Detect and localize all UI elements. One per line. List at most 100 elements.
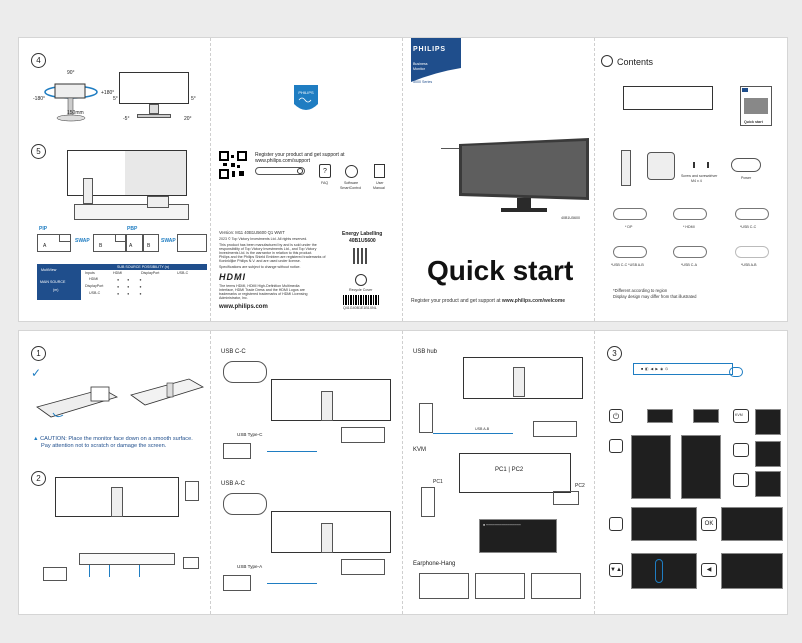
energy-qr-icon	[353, 248, 369, 264]
register-url[interactable]: www.philips.com/support	[255, 158, 311, 164]
hdmi-line-2: Interface, HDMI Trade Dress and the HDMI…	[219, 288, 305, 292]
panel-cover: PHILIPS Business Monitor 5000 Series 40B…	[403, 38, 595, 321]
series-label: 5000 Series	[413, 80, 433, 84]
hdmi-line-4: Administrator, Inc.	[219, 296, 248, 300]
navigate-button-icon[interactable]: ▼▲	[609, 563, 623, 577]
legal-line-3: Investments Ltd. is the warrantor in rel…	[219, 251, 313, 255]
hdmi-logo: HDMI	[219, 272, 246, 282]
cover-cable	[441, 148, 459, 149]
osd-button-icons: ■ ◧ ◀ ▶ ◉ ⏻	[641, 367, 669, 371]
menu-button-icon[interactable]	[609, 439, 623, 453]
earphone-title: Earphone-Hang	[413, 561, 456, 567]
legal-line-1: This product has been manufactured by an…	[219, 243, 317, 247]
tilt-right2-label: 20°	[184, 116, 192, 122]
kvm-osd-line: ■ ━━━━━━━━━━━━━━━━	[483, 523, 521, 527]
kvm-button-label: KVM	[735, 413, 743, 417]
manual-icon	[374, 164, 385, 178]
brand-wave	[411, 38, 461, 92]
smartcontrol-icon	[345, 165, 358, 178]
power-cable-icon	[731, 158, 761, 172]
kvm-button-icon[interactable]	[733, 409, 749, 423]
table-m: (m)	[53, 288, 59, 292]
barcode-text: Q41G40B1E1B1XNL	[343, 306, 377, 310]
recycle-label: Recycle Cover	[349, 288, 373, 292]
earphone-step-1	[419, 573, 469, 599]
assembly-illustration-left	[33, 383, 121, 423]
screw-icon	[693, 162, 709, 168]
cover-register-url[interactable]: www.philips.com/welcome	[501, 298, 566, 304]
brand-name: PHILIPS	[413, 46, 446, 53]
pip-label: PIP	[39, 226, 48, 232]
power-button-icon[interactable]: ⏻	[609, 409, 623, 423]
osd-screen-2	[693, 409, 719, 423]
business-label: Business	[413, 62, 428, 66]
monitor-label: Monitor	[413, 67, 425, 71]
earphone-step-2	[475, 573, 525, 599]
pbp-label: PBP	[127, 226, 138, 232]
pip-b: B	[99, 243, 103, 249]
contents-booklet	[740, 86, 772, 126]
usbcc-keyboard	[341, 427, 385, 443]
copyright-text: 2023 © Top Victory Investments Ltd. All …	[219, 237, 308, 241]
cover-title: Quick start	[427, 255, 574, 286]
recycle-icon	[355, 274, 367, 286]
osd-menu-5	[631, 553, 697, 589]
usbcc-laptop	[223, 443, 251, 459]
contents-title: Contents	[617, 57, 654, 67]
menu-button-icon-2[interactable]	[609, 517, 623, 531]
contents-monitor	[623, 86, 713, 110]
legal-line-2: responsibility of Top Victory Investment…	[219, 247, 317, 251]
earphone-step-3	[531, 573, 581, 599]
pbp-frame-1-split	[142, 234, 144, 252]
port-panel	[79, 553, 175, 565]
pip-frame-b	[93, 234, 127, 252]
table-col-dp: DisplayPort	[141, 271, 160, 275]
legal-line-4: Philips and the Philips Shield Emblem ar…	[219, 255, 326, 259]
pc-tower-icon	[83, 178, 93, 204]
pip-frame-a	[37, 234, 71, 252]
navigate-scroll-icon	[655, 559, 663, 583]
tilt-right1-label: 5°	[191, 96, 196, 102]
usbcc-cable	[267, 451, 317, 452]
hdmi-cable-icon	[673, 208, 707, 220]
table-head: SUB SOURCE POSSIBILITY (n)	[117, 265, 170, 269]
assembly-illustration-right	[127, 369, 207, 413]
kvm-pc1pc2-label: PC1 | PC2	[495, 467, 524, 473]
table-dots: ● ● ●● ● ●● ● ●	[117, 278, 142, 296]
swap-2: SWAP	[161, 238, 176, 244]
website[interactable]: www.philips.com	[219, 304, 268, 310]
bottom-sheet: 1 ✓ ▲ CAUTION: Place the monitor face do…	[18, 330, 788, 615]
osd-menu-6	[721, 553, 783, 589]
osd-input-panel	[755, 441, 781, 467]
pip-frame-a-sub	[59, 234, 71, 242]
caution-icon: ▲	[33, 436, 41, 442]
back-button-icon[interactable]: ◀	[701, 563, 717, 577]
usbcc-stand	[321, 391, 333, 421]
panel-assembly: 1 ✓ ▲ CAUTION: Place the monitor face do…	[19, 331, 211, 614]
usbcc-label: *USB C-C	[740, 225, 757, 229]
booklet-monitor-icon	[744, 98, 768, 114]
philips-shield-icon: PHILIPS	[293, 84, 319, 116]
cable-line-2	[109, 565, 110, 577]
cover-monitor-illustration	[457, 134, 591, 218]
qr-code-icon	[219, 151, 247, 179]
usbab-cable-icon	[735, 246, 769, 258]
usbac-stand	[321, 523, 333, 553]
search-field[interactable]	[255, 167, 305, 175]
kvm-osd-menu	[479, 519, 557, 553]
user-label: User	[376, 181, 384, 185]
panel-contents: Contents Quick start Screw and screwdriv…	[595, 38, 787, 321]
svg-text:PHILIPS: PHILIPS	[298, 90, 314, 95]
faq-label: FAQ	[321, 181, 329, 185]
contents-box-icon	[601, 55, 613, 67]
table-inputs: Inputs	[85, 271, 95, 275]
usba-connector-icon	[223, 493, 267, 515]
ok-button[interactable]: OK	[701, 517, 717, 531]
pip-frame-b-sub	[115, 234, 127, 242]
input-button-icon[interactable]	[733, 443, 749, 457]
step-4-number: 4	[31, 53, 46, 68]
kvm-pc1-label: PC1	[433, 479, 443, 485]
screw-label: Screw and screwdriver	[681, 174, 718, 178]
pip-button-icon[interactable]	[733, 473, 749, 487]
usbc-connector-icon	[223, 361, 267, 383]
